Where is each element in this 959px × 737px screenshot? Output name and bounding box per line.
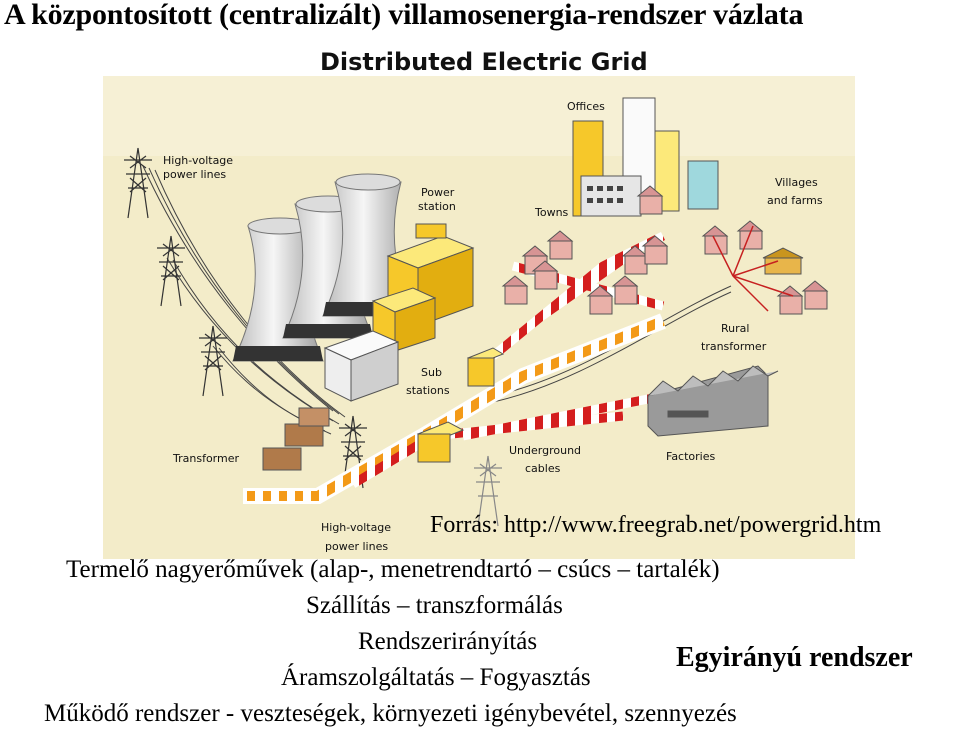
label-underground-1: Underground [509,444,581,457]
label-hv-lines-top-1: High-voltage [163,154,233,167]
text-line-supply-consumption: Áramszolgáltatás – Fogyasztás [281,664,591,691]
label-rural-transformer-1: Rural [721,322,749,335]
pylon-icons [124,147,502,527]
label-underground-2: cables [525,462,561,475]
label-substations-1: Sub [421,366,442,379]
transformer-icon [262,407,330,471]
label-villages-1: Villages [775,176,818,189]
label-power-station-2: station [418,200,456,213]
text-line-generation: Termelő nagyerőművek (alap-, menetrendta… [66,556,720,583]
rural-distribution-lines [712,225,794,312]
office-buildings-icon [572,97,719,217]
power-grid-illustration: High-voltage power lines Power station O… [103,76,855,559]
label-villages-2: and farms [767,194,823,207]
diagram-background [103,76,855,559]
slide-title: A központosított (centralizált) villamos… [4,0,804,31]
label-hv-lines-bottom-2: power lines [325,540,388,553]
label-substations-2: stations [406,384,450,397]
label-hv-lines-top-2: power lines [163,168,226,181]
diagram-title: Distributed Electric Grid [320,48,648,76]
text-line-transmission: Szállítás – transzformálás [306,592,563,619]
substation-icons [416,347,505,463]
label-hv-lines-bottom-1: High-voltage [321,521,391,534]
source-citation: Forrás: http://www.freegrab.net/powergri… [430,512,882,538]
text-line-operation-losses: Működő rendszer - veszteségek, környezet… [44,700,737,727]
power-station-icon [323,223,475,402]
diagram-labels: High-voltage power lines Power station O… [163,100,823,553]
label-towns: Towns [534,206,569,219]
label-transformer: Transformer [172,452,239,465]
label-power-station-1: Power [421,186,455,199]
label-offices: Offices [567,100,605,113]
label-factories: Factories [666,450,715,463]
callout-one-way-system: Egyirányú rendszer [676,642,913,673]
house-icons [501,185,829,315]
text-line-system-control: Rendszerirányítás [358,628,538,655]
factory-icons [647,365,779,437]
label-rural-transformer-2: transformer [701,340,767,353]
